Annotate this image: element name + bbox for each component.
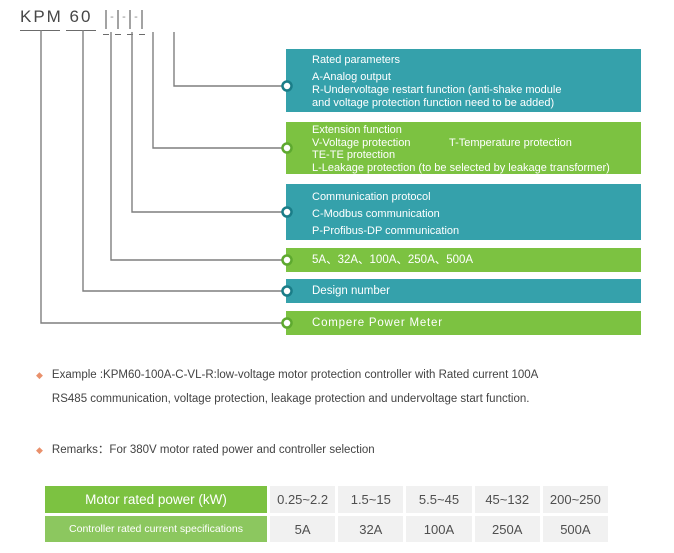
legend-line: V-Voltage protection T-Temperature protec… <box>312 137 633 150</box>
placeholder-underline <box>139 10 145 35</box>
dash-separator: - <box>134 11 138 23</box>
placeholder-box-icon <box>141 10 143 29</box>
legend-line: R-Undervoltage restart function (anti-sh… <box>312 84 562 96</box>
legend-box-product-name: Compere Power Meter <box>286 311 641 335</box>
placeholder-box-icon <box>129 10 131 29</box>
table-header-motor-power: Motor rated power (kW) <box>45 486 267 513</box>
selection-table: Motor rated power (kW) 0.25~2.2 1.5~15 5… <box>45 486 608 542</box>
legend-line: TE-TE protection <box>312 149 396 161</box>
legend-line-right: T-Temperature protection <box>449 136 572 149</box>
wire-slot1 <box>110 32 282 261</box>
legend-box-rated-current: 5A、32A、100A、250A、500A <box>286 248 641 272</box>
model-code-prefix: KPM <box>20 7 61 31</box>
example-line-2: RS485 communication, voltage protection,… <box>51 393 530 405</box>
legend-line-left: V-Voltage protection <box>312 136 411 149</box>
legend-box-rated-parameters: Rated parameters A-Analog output R-Under… <box>286 49 641 112</box>
remarks-text: Remarks：For 380V motor rated power and c… <box>51 444 375 456</box>
example-note: ◆ Example :KPM60-100A-C-VL-R:low-voltage… <box>36 363 538 411</box>
legend-line: P-Profibus-DP communication <box>312 225 460 237</box>
table-cell-current: 32A <box>338 516 404 542</box>
wire-slot3 <box>152 32 282 149</box>
remarks-note: ◆ Remarks：For 380V motor rated power and… <box>36 438 375 462</box>
legend-line: A-Analog output <box>312 71 391 83</box>
table-cell-current: 500A <box>542 516 608 542</box>
table-cell-power: 5.5~45 <box>406 486 472 513</box>
legend-box-design-number: Design number <box>286 279 641 303</box>
table-cell-current: 5A <box>270 516 336 542</box>
dash-separator: - <box>110 11 114 23</box>
diamond-icon: ◆ <box>36 445 43 455</box>
table-cell-power: 0.25~2.2 <box>270 486 336 513</box>
table-cell-power: 45~132 <box>474 486 540 513</box>
placeholder-box-icon <box>105 10 107 29</box>
example-line-1: Example :KPM60-100A-C-VL-R:low-voltage m… <box>51 369 539 381</box>
legend-line: L-Leakage protection (to be selected by … <box>312 161 610 174</box>
dash-separator: - <box>122 11 126 23</box>
wire-slot2 <box>131 32 282 213</box>
wire-series <box>82 30 282 292</box>
model-code-series: 60 <box>66 7 96 31</box>
table-cell-power: 1.5~15 <box>338 486 404 513</box>
diamond-icon: ◆ <box>36 370 43 380</box>
wire-prefix <box>40 30 282 324</box>
table-cell-current: 250A <box>474 516 540 542</box>
legend-title: Communication protocol <box>312 191 431 203</box>
table-header-controller-current: Controller rated current specifications <box>45 516 267 542</box>
legend-title: Extension function <box>312 124 402 136</box>
table-cell-current: 100A <box>406 516 472 542</box>
wire-slot4 <box>173 32 282 87</box>
legend-box-communication-protocol: Communication protocol C-Modbus communic… <box>286 184 641 240</box>
legend-line: C-Modbus communication <box>312 208 440 220</box>
legend-title: Rated parameters <box>312 54 401 66</box>
model-code-placeholders: - - - <box>103 10 145 35</box>
table-cell-power: 200~250 <box>542 486 608 513</box>
legend-line: and voltage protection function need to … <box>312 97 555 109</box>
placeholder-box-icon <box>117 10 119 29</box>
